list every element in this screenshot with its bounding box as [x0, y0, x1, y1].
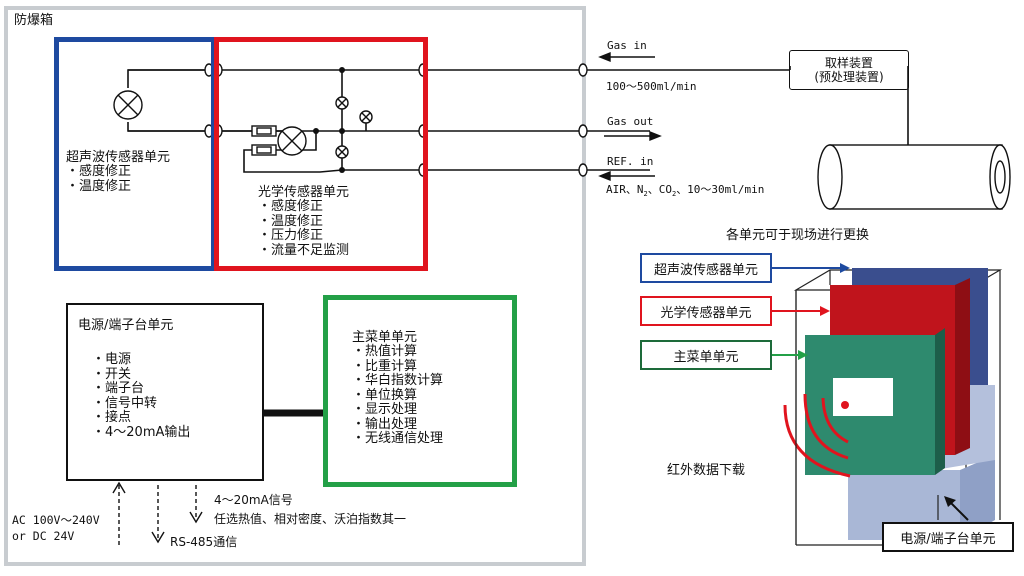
list-item: ・温度修正 [66, 178, 132, 194]
main-menu-unit-text: 主菜单单元 ・热值计算 ・比重计算 ・华白指数计算 ・单位换算 ・显示处理 ・输… [352, 330, 443, 447]
list-item: ・感度修正 [258, 199, 324, 214]
list-item: ・温度修正 [258, 213, 324, 229]
list-item: ・显示处理 [352, 402, 418, 417]
signal-output-label-1: 4～20mA信号 [214, 493, 293, 507]
ultrasonic-unit-title: 超声波传感器单元 [66, 150, 171, 165]
list-item: ・比重计算 [352, 358, 418, 374]
legend-power: 电源/端子台单元 [882, 522, 1014, 552]
unit-assembly-illustration [783, 268, 1003, 546]
main-menu-unit-title: 主菜单单元 [352, 330, 418, 345]
legend-main-menu: 主菜单单元 [640, 340, 772, 370]
gas-in-rate: 100～500ml/min [606, 80, 697, 93]
list-item: ・流量不足监测 [258, 242, 350, 258]
power-input-label-2: or DC 24V [12, 529, 75, 543]
optical-unit-text: 光学传感器单元 ・感度修正 ・温度修正 ・压力修正 ・流量不足监测 [258, 185, 349, 258]
list-item: ・无线通信处理 [352, 431, 444, 446]
list-item: ・华白指数计算 [352, 373, 444, 388]
list-item: ・4～20mA输出 [92, 424, 191, 440]
sampling-device-box: 取样装置 (预处理装置) [789, 50, 909, 90]
ultrasonic-unit-items: ・感度修正 ・温度修正 [66, 164, 170, 194]
explosion-proof-enclosure [4, 6, 586, 566]
sampling-device-title: 取样装置 [824, 56, 873, 70]
power-unit-text: 电源/端子台单元 ・电源 ・开关 ・端子台 ・信号中转 ・接点 ・4～20mA输… [78, 318, 190, 440]
list-item: ・输出处理 [352, 416, 418, 432]
optical-sensor-unit [214, 37, 428, 271]
sample-pipe-icon [817, 144, 1011, 210]
signal-output-label-2: 任选热值、相对密度、沃泊指数其一 [214, 512, 407, 526]
power-terminal-unit [66, 303, 264, 481]
power-unit-title: 电源/端子台单元 [78, 318, 174, 333]
optical-unit-items: ・感度修正 ・温度修正 ・压力修正 ・流量不足监测 [258, 199, 350, 258]
list-item: ・热值计算 [352, 344, 418, 359]
ref-gases-label: AIR、N2、CO2、10～30ml/min [606, 183, 765, 199]
list-item: ・压力修正 [258, 228, 324, 243]
power-unit-items: ・电源 ・开关 ・端子台 ・信号中转 ・接点 ・4～20mA输出 [92, 352, 191, 440]
gas-out-label: Gas out [607, 115, 654, 128]
legend-ultrasonic: 超声波传感器单元 [640, 253, 772, 283]
main-menu-unit [323, 295, 517, 487]
sampling-device-subtitle: (预处理装置) [814, 70, 884, 84]
display-window [833, 378, 893, 416]
list-item: ・感度修正 [66, 164, 132, 179]
list-item: ・端子台 [92, 381, 145, 396]
gas-in-label: Gas in [607, 39, 647, 52]
power-input-label-1: AC 100V～240V [12, 513, 100, 527]
list-item: ・电源 [92, 352, 132, 367]
ref-in-label: REF. in [607, 155, 654, 168]
list-item: ・单位换算 [352, 387, 418, 403]
replace-note: 各单元可于现场进行更换 [726, 228, 870, 243]
rs485-label: RS-485通信 [170, 535, 238, 549]
ultrasonic-sensor-unit [54, 37, 216, 271]
legend-optical: 光学传感器单元 [640, 296, 772, 326]
optical-unit-title: 光学传感器单元 [258, 185, 350, 200]
list-item: ・信号中转 [92, 395, 158, 411]
list-item: ・开关 [92, 366, 132, 382]
ir-download-label: 红外数据下载 [667, 463, 746, 478]
main-menu-unit-items: ・热值计算 ・比重计算 ・华白指数计算 ・单位换算 ・显示处理 ・输出处理 ・无… [352, 344, 444, 447]
enclosure-title: 防爆箱 [14, 13, 54, 28]
list-item: ・接点 [92, 410, 132, 425]
ultrasonic-unit-text: 超声波传感器单元 ・感度修正 ・温度修正 [66, 150, 170, 194]
